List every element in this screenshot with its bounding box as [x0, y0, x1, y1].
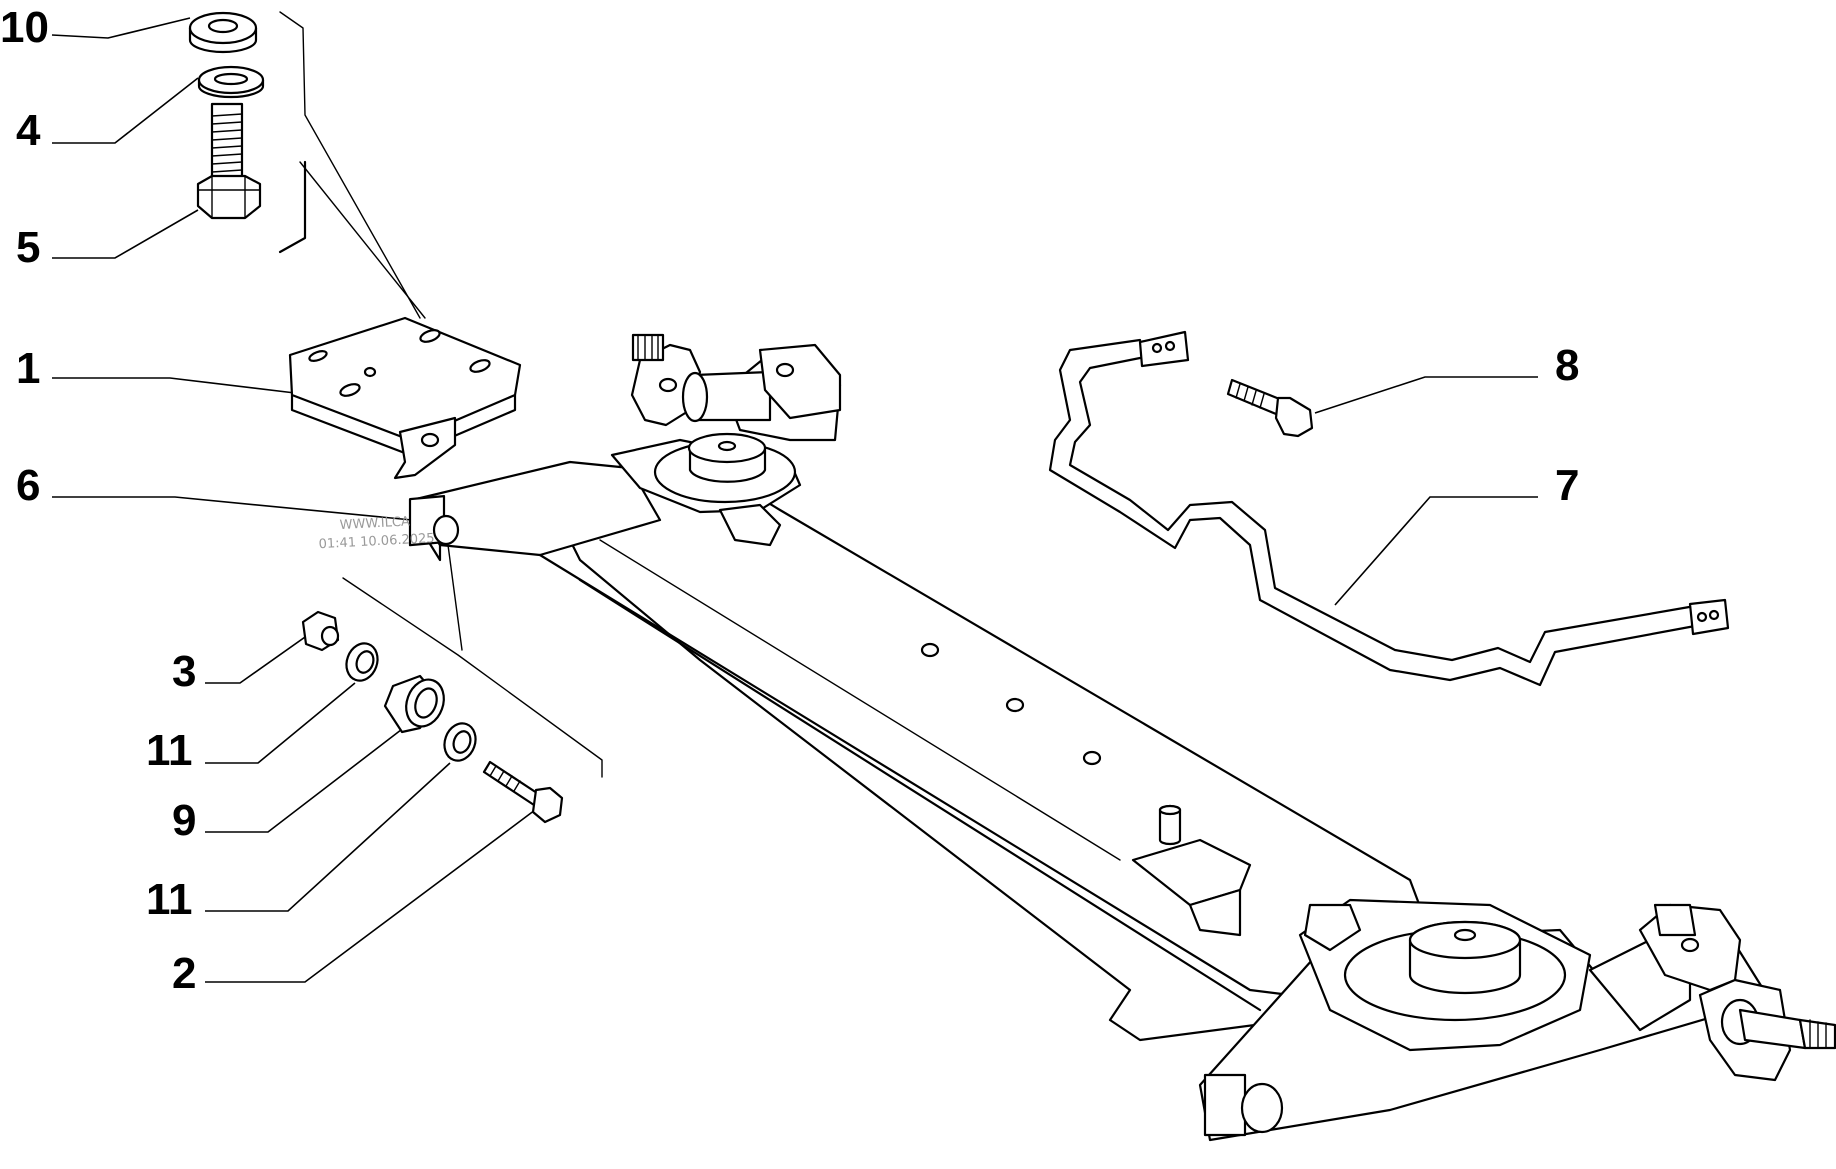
leader-2: [205, 809, 536, 983]
part-10-washer: [188, 11, 258, 54]
centre-pin: [1131, 804, 1252, 937]
part-1-bracket: [288, 316, 522, 480]
group-bracket-lower-stem: [447, 544, 463, 651]
right-hub: [1638, 903, 1836, 1082]
leader-11b: [205, 762, 451, 912]
leader-9: [205, 722, 411, 833]
part-3-nut: [301, 610, 340, 652]
leader-4: [52, 77, 199, 144]
part-8-bolt: [1226, 378, 1314, 438]
leader-6: [52, 496, 413, 521]
part-7-anti-roll-bar: [1048, 330, 1730, 687]
axle-beam: [408, 453, 1772, 1142]
callout-11-upper: 11: [146, 726, 193, 775]
callout-6: 6: [16, 461, 40, 510]
part-11-washer-upper: [345, 642, 379, 682]
callout-11-lower: 11: [146, 875, 193, 924]
callout-1: 1: [16, 344, 40, 393]
left-spring-seat: [610, 432, 802, 547]
part-11-washer-lower: [443, 722, 477, 762]
leader-11a: [205, 682, 356, 764]
leader-7: [1334, 496, 1538, 606]
leader-5: [52, 209, 199, 259]
watermark-timestamp: 01:41 10.06.2025: [318, 531, 435, 552]
leader-8: [1314, 376, 1538, 414]
part-2-bolt: [482, 760, 564, 824]
callout-9: 9: [172, 796, 196, 845]
part-4-washer: [197, 65, 265, 99]
callout-2: 2: [172, 949, 196, 998]
leader-10: [51, 17, 191, 39]
watermark-url: WWW.ILCA: [339, 514, 410, 533]
leader-lines: [51, 11, 1538, 983]
part-5-bolt: [196, 102, 262, 220]
group-bracket-lower: [342, 577, 603, 778]
left-hub: [630, 333, 842, 442]
leader-3: [205, 629, 316, 684]
group-bracket-hook: [278, 160, 307, 254]
part-9-bushing: [383, 674, 445, 734]
callout-8: 8: [1555, 341, 1579, 390]
callout-3: 3: [172, 647, 196, 696]
leader-1: [52, 377, 296, 394]
callout-5: 5: [16, 223, 40, 272]
group-bracket-mid: [299, 161, 426, 319]
callout-7: 7: [1555, 461, 1579, 510]
watermark: WWW.ILCA 01:41 10.06.2025: [318, 514, 435, 552]
callout-labels: 10 4 5 1 6 3 11 9 11 2 8 7: [0, 3, 1579, 998]
callout-10: 10: [0, 3, 49, 52]
group-bracket-top: [279, 11, 421, 319]
callout-4: 4: [16, 106, 41, 155]
right-spring-seat: [1298, 898, 1592, 1052]
